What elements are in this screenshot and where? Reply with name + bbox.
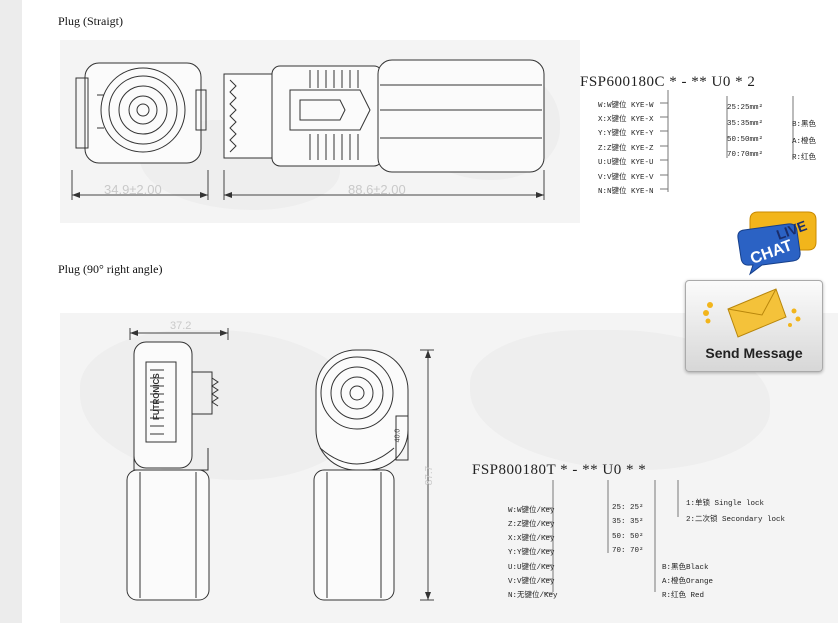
straight-part-number: FSP600180C * - ** U0 * 2 [580, 74, 756, 90]
ra-side-view-head [133, 341, 193, 469]
color-option: A:橙色 [792, 138, 817, 146]
front-view-tab-right [195, 89, 207, 131]
right-angle-part-number: FSP800180T * - ** U0 * * [472, 462, 647, 478]
send-message-button[interactable]: Send Message [685, 280, 823, 372]
ra-side-view-handle [126, 469, 210, 601]
size-option: 50:50mm² [727, 136, 764, 144]
brand-label: FUTRONICS [152, 373, 161, 420]
lock-option: 2:二次锁 Secondary lock [686, 516, 786, 524]
map-watermark [80, 330, 360, 480]
side-view-handle [377, 59, 545, 173]
dim-ra-height: 87.7 [424, 465, 436, 486]
size-option: 50: 50² [612, 533, 644, 541]
send-message-label: Send Message [705, 345, 803, 361]
key-option: V:V键位 KYE-V [598, 174, 654, 182]
dim-front-width: 34.9±2.00 [104, 182, 162, 197]
side-view-connector-head [223, 73, 277, 159]
key-option: X:X键位 KYE-X [598, 116, 654, 124]
dim-ra-width: 37.2 [170, 320, 192, 332]
ra-front-view-head [315, 349, 409, 471]
dim-side-length: 88.6±2.00 [348, 182, 406, 197]
front-view-outline [84, 62, 202, 164]
key-option: W:W键位/Key [508, 507, 555, 515]
page-left-margin [0, 0, 22, 623]
envelope-icon [703, 288, 801, 338]
color-option: B:黑色 [792, 121, 817, 129]
key-option: U:U键位/Key [508, 564, 555, 572]
color-option: A:橙色Orange [662, 578, 714, 586]
key-option: W:W键位 KYE-W [598, 102, 654, 110]
size-option: 35: 35² [612, 518, 644, 526]
key-option: Y:Y键位/Key [508, 549, 555, 557]
lock-option: 1:单锁 Single lock [686, 500, 765, 508]
key-option: N:N键位 KYE-N [598, 188, 654, 196]
key-option: X:X键位/Key [508, 535, 555, 543]
size-option: 70:70mm² [727, 151, 764, 159]
key-option: V:V键位/Key [508, 578, 555, 586]
section-title-straight: Plug (Straigt) [58, 14, 123, 28]
size-option: 70: 70² [612, 547, 644, 555]
live-chat-button[interactable]: LIVE CHAT [736, 208, 822, 280]
color-option: R:红色 Red [662, 592, 705, 600]
live-chat-icon [737, 211, 817, 276]
front-view-tab-left [75, 77, 89, 149]
size-option: 25: 25² [612, 504, 644, 512]
size-option: 35:35mm² [727, 120, 764, 128]
dim-ra-side: 40.0 [394, 428, 402, 443]
color-option: R:红色 [792, 154, 817, 162]
key-option: Y:Y键位 KYE-Y [598, 130, 654, 138]
key-option: U:U键位 KYE-U [598, 159, 654, 167]
key-option: Z:Z键位 KYE-Z [598, 145, 654, 153]
side-view-body [271, 65, 383, 167]
key-option: N:无键位/Key [508, 592, 558, 600]
ra-front-view-handle [313, 469, 395, 601]
color-option: B:黑色Black [662, 564, 709, 572]
key-option: Z:Z键位/Key [508, 521, 555, 529]
section-title-right-angle: Plug (90° right angle) [58, 262, 163, 276]
size-option: 25:25mm² [727, 104, 764, 112]
